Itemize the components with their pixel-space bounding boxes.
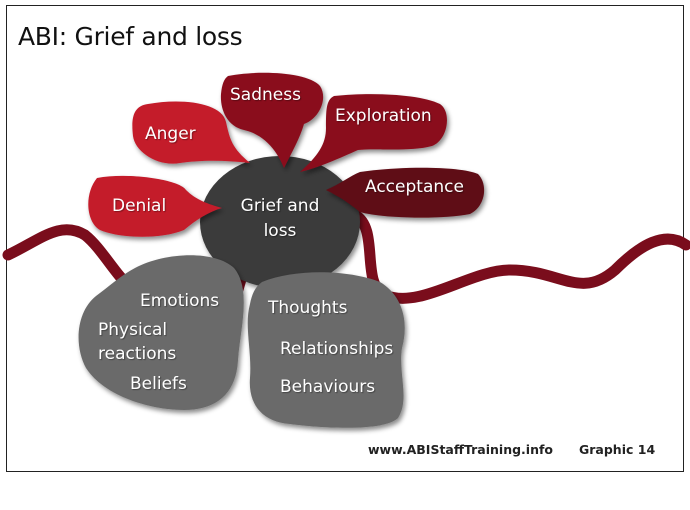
acceptance-bubble	[326, 167, 485, 218]
exploration-label: Exploration	[335, 106, 432, 126]
physical-line2: reactions	[98, 344, 177, 364]
footer-graphic-number: Graphic 14	[579, 442, 656, 457]
denial-label: Denial	[112, 196, 167, 216]
beliefs-label: Beliefs	[130, 374, 187, 394]
acceptance-label: Acceptance	[365, 177, 464, 197]
anger-label: Anger	[145, 124, 196, 144]
emotions-label: Emotions	[140, 291, 220, 311]
physical-line1: Physical	[98, 320, 168, 340]
right-blob	[247, 272, 405, 428]
center-label: Grief and loss	[232, 196, 328, 242]
footer-url: www.ABIStaffTraining.info	[368, 442, 554, 457]
slide-title: ABI: Grief and loss	[18, 22, 243, 51]
sadness-bubble	[220, 72, 324, 168]
sadness-label: Sadness	[230, 85, 301, 105]
relationships-label: Relationships	[280, 339, 394, 359]
physical-reactions-label: Physical reactions	[98, 320, 176, 365]
left-blob	[78, 255, 244, 410]
thoughts-label: Thoughts	[268, 298, 348, 318]
denial-bubble	[88, 175, 223, 237]
exploration-bubble	[300, 94, 447, 172]
anger-bubble	[132, 101, 250, 164]
center-label-line2: loss	[263, 221, 297, 241]
behaviours-label: Behaviours	[280, 377, 376, 397]
center-label-line1: Grief and	[240, 196, 320, 216]
center-circle	[200, 156, 360, 288]
